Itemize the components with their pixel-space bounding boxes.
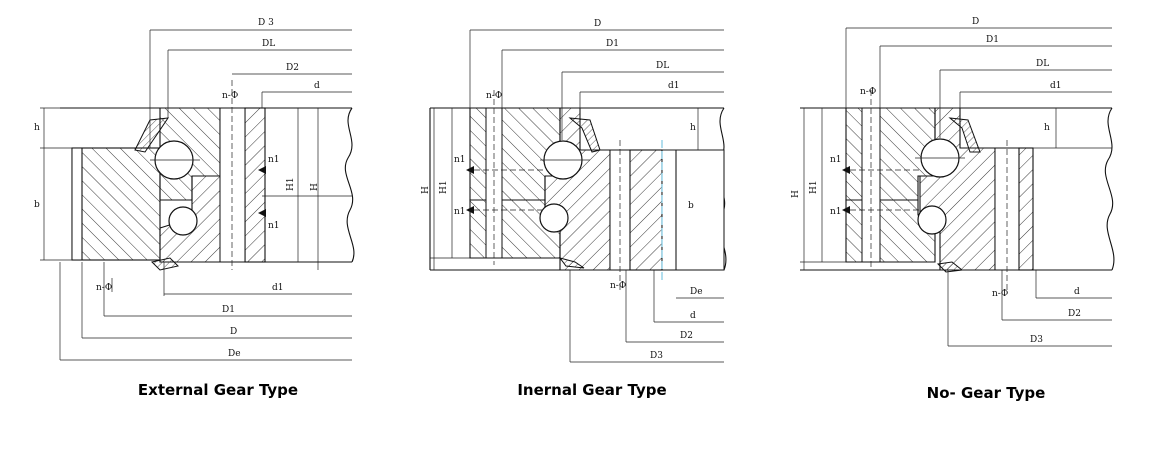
label-b: b [688,201,694,211]
label-De: De [690,287,703,297]
label-n-phi-top: n-Φ [860,87,876,97]
label-H: H [791,190,801,198]
label-D3: D 3 [258,18,274,28]
label-n1-upper: n1 [268,155,280,165]
label-d: d [690,311,696,321]
caption-internal-gear: Inernal Gear Type [517,381,666,399]
label-H: H [421,186,431,194]
caption-no-gear: No- Gear Type [927,384,1046,402]
label-D: D [230,327,237,337]
label-D1: D1 [986,35,999,45]
label-n1-lower: n1 [268,221,280,231]
label-n-phi-top: n-Φ [222,91,238,101]
label-De: De [228,349,241,359]
label-D3: D3 [1030,335,1043,345]
label-b: b [34,200,40,210]
label-n1-lower: n1 [830,207,842,217]
label-n1-upper: n1 [830,155,842,165]
label-h: h [1044,123,1050,133]
label-d1: d1 [1050,81,1062,91]
label-H1: H1 [809,180,819,194]
label-D2: D2 [1068,309,1081,319]
label-n-phi-bottom: n-Φ [96,283,112,293]
label-H: H [310,183,320,191]
label-d1: d1 [272,283,284,293]
label-h: h [34,123,40,133]
label-H1: H1 [286,177,296,191]
label-d1: d1 [668,81,680,91]
label-D2: D2 [286,63,299,73]
panel-no-gear: D D1 DL d1 n-Φ h H H1 n1 n1 n-Φ d D2 D3 … [791,17,1115,402]
panel-internal-gear: D D1 DL d1 n-Φ h n1 n1 H H1 b n-Φ De d D… [421,19,727,399]
label-d: d [314,81,320,91]
label-n1-lower: n1 [454,207,466,217]
label-D: D [594,19,601,29]
label-n1-upper: n1 [454,155,466,165]
label-D1: D1 [606,39,619,49]
label-DL: DL [262,39,275,49]
label-n-phi-bottom: n-Φ [610,281,626,291]
label-H1: H1 [439,180,449,194]
label-h: h [690,123,696,133]
label-D2: D2 [680,331,693,341]
label-D: D [972,17,979,27]
label-n-phi-bottom: n-Φ [992,289,1008,299]
label-DL: DL [1036,59,1049,69]
label-D1: D1 [222,305,235,315]
label-d: d [1074,287,1080,297]
label-D3: D3 [650,351,663,361]
panel-external-gear: D 3 DL D2 d h b n-Φ n1 n1 H1 H d1 n-Φ D1… [34,18,355,399]
caption-external-gear: External Gear Type [138,381,298,399]
label-DL: DL [656,61,669,71]
label-n-phi-top: n-Φ [486,91,502,101]
